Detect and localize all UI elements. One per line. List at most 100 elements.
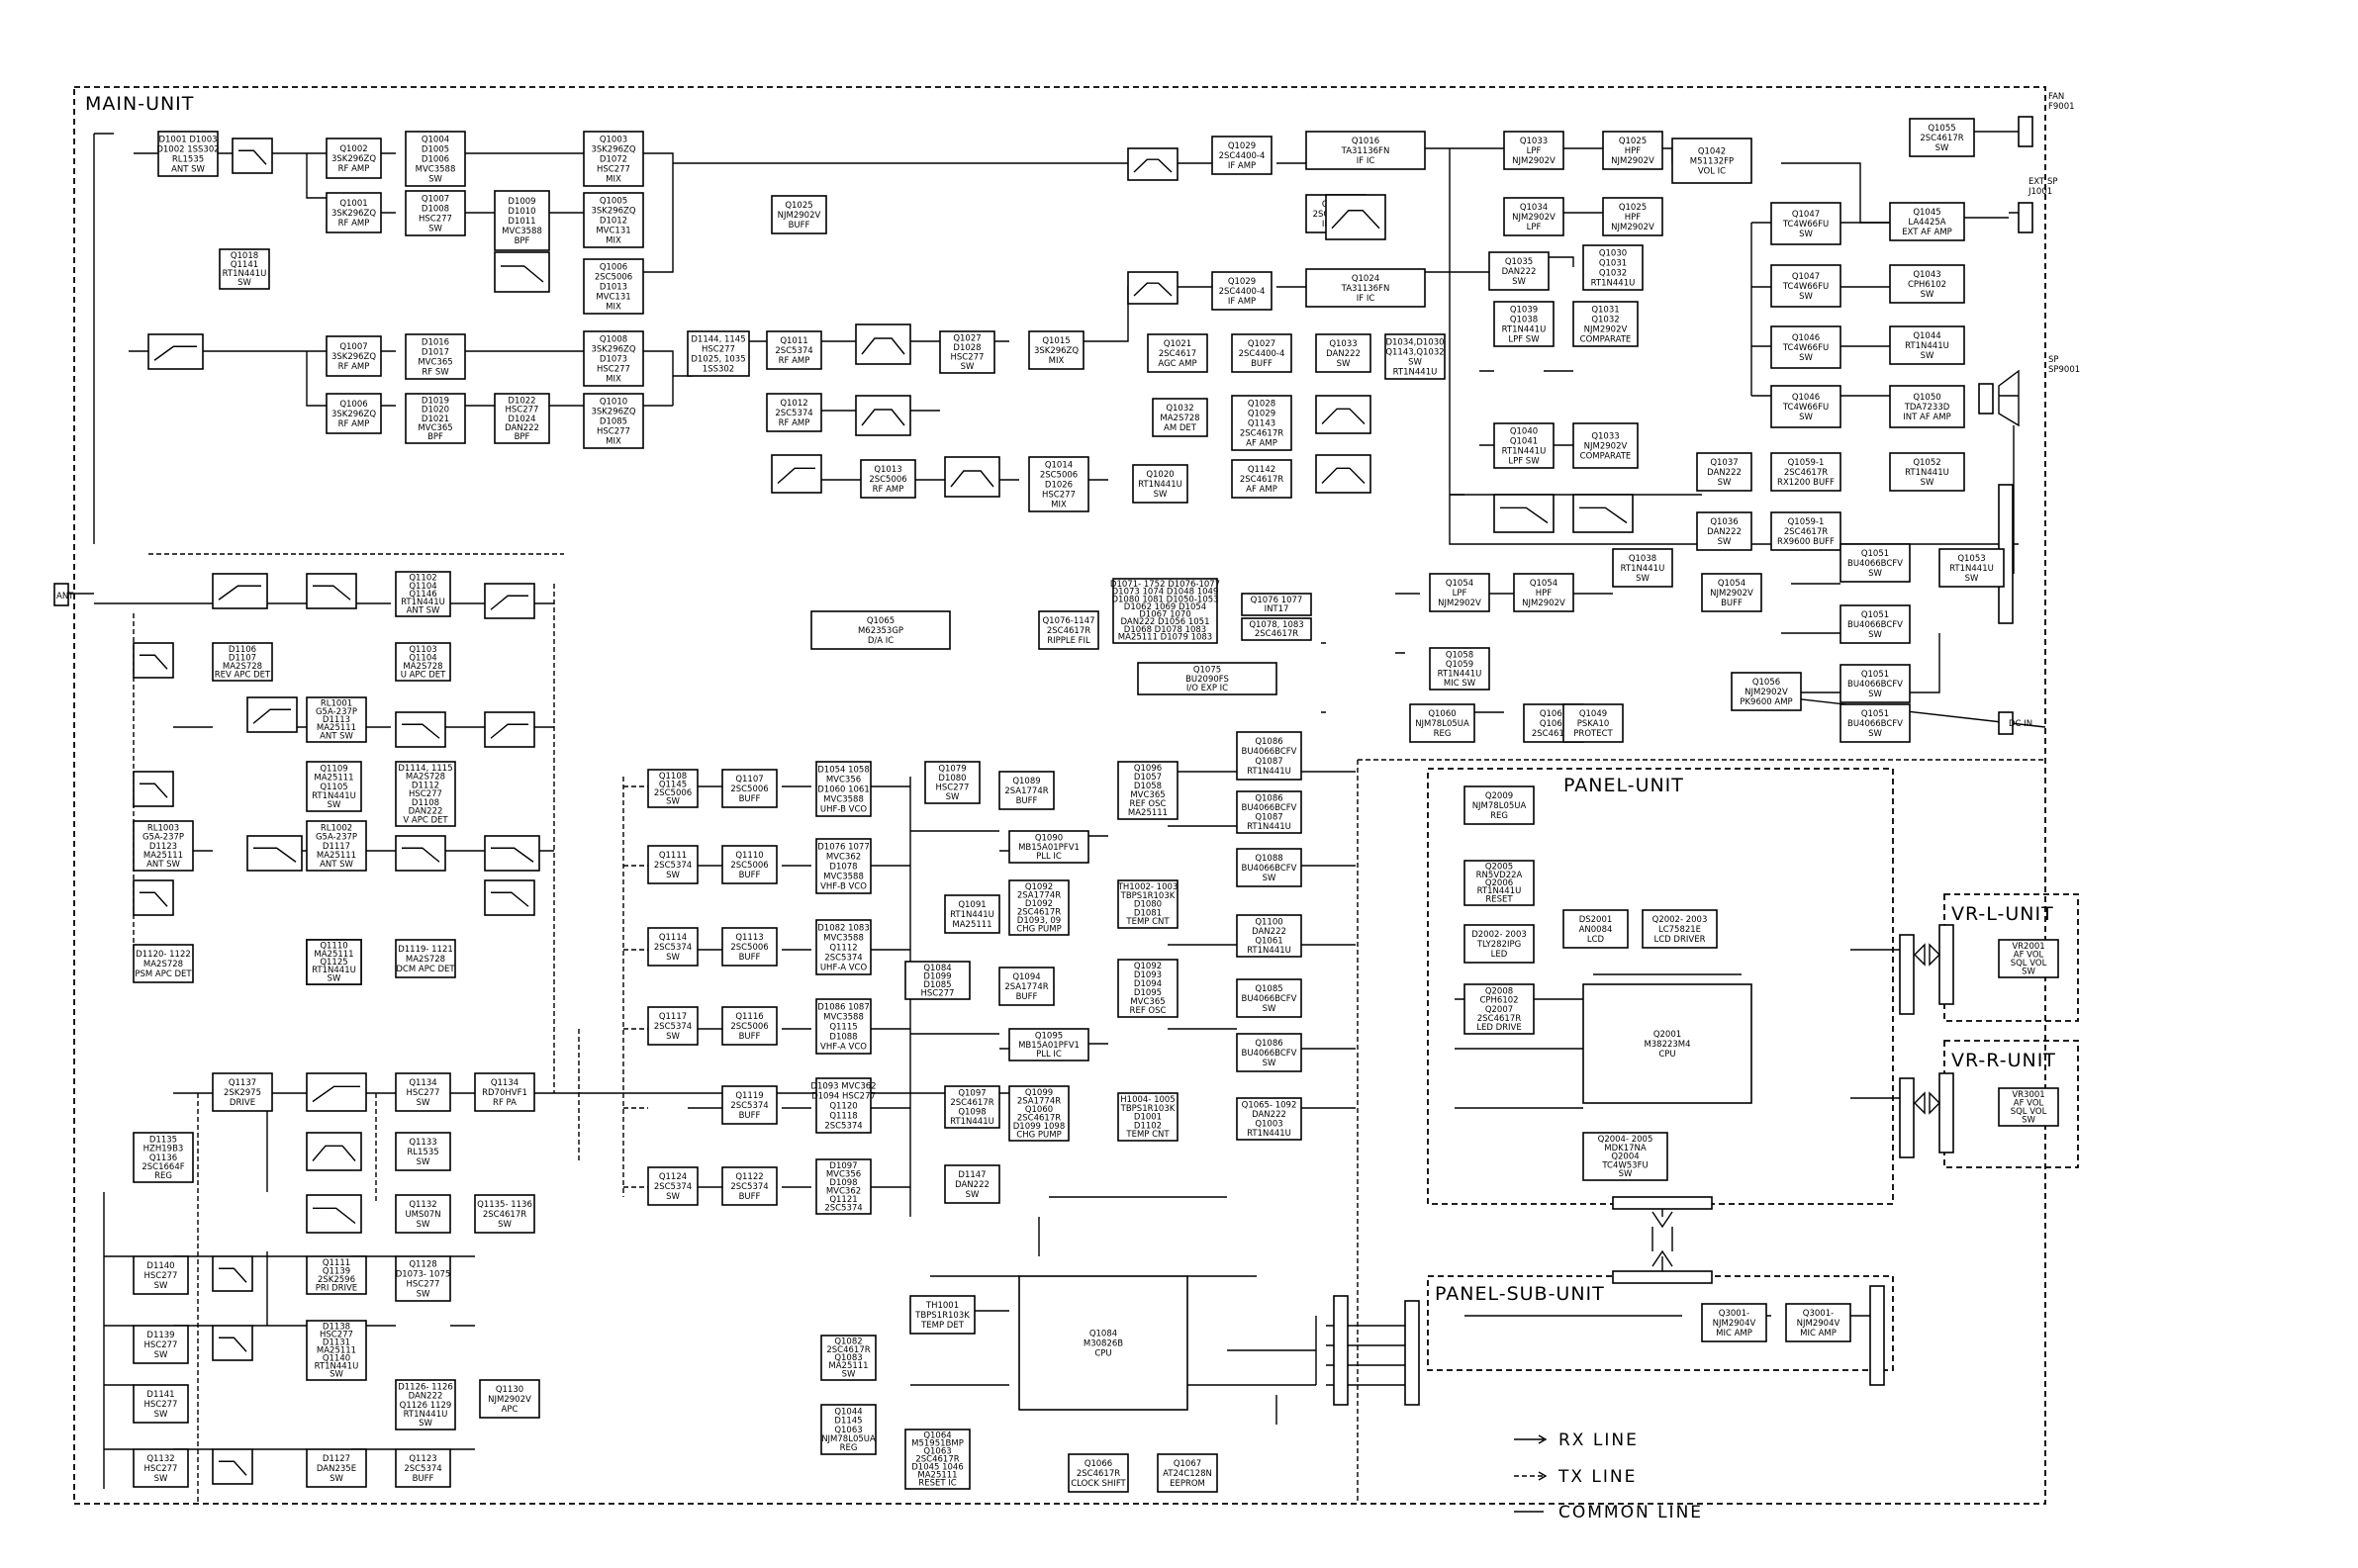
block-text: Q1086	[1255, 737, 1282, 747]
block-text: Q1114	[659, 933, 687, 943]
block-box	[647, 927, 699, 967]
lpf-filter-symbol	[133, 771, 174, 807]
block-text: MIC SW	[1444, 679, 1476, 689]
block-box	[1112, 578, 1218, 644]
block-text: TC4W66FU	[1782, 343, 1829, 353]
block-text: TA31136FN	[1341, 284, 1390, 294]
block-text: DCM APC DET	[396, 965, 455, 974]
block-text: HSC277	[506, 406, 539, 415]
block-text: Q1054	[1718, 579, 1745, 589]
block-text: Q1046	[1792, 393, 1820, 403]
block-text: 2SC5006	[730, 1022, 768, 1032]
block-text: SW	[961, 362, 975, 372]
block-box	[1137, 662, 1277, 695]
block-text: SW	[1263, 874, 1276, 883]
block-text: D1067 1070	[1139, 610, 1191, 620]
block-text: Q1032	[1591, 316, 1619, 325]
block-box	[1236, 790, 1302, 834]
block-box	[647, 845, 699, 884]
block-text: Q1038	[1510, 316, 1538, 325]
block-text: 1SS302	[703, 365, 734, 375]
block-box	[395, 1448, 451, 1488]
block-text: Q1090	[1035, 833, 1063, 843]
block-text: REG	[154, 1171, 172, 1181]
block-box	[1008, 1028, 1089, 1061]
block-text: Q1117	[659, 1012, 687, 1022]
bpf-filter-symbol	[306, 1132, 362, 1171]
block-box	[306, 761, 362, 812]
block-text: Q1025	[785, 201, 812, 211]
block-text: D1085	[600, 417, 627, 427]
block-text: LCD DRIVER	[1654, 935, 1706, 945]
block-text: D1112	[412, 781, 439, 790]
block-text: D1001 D1003	[158, 136, 217, 145]
block-text: NJM2902V	[1512, 213, 1556, 223]
block-text: D1085	[923, 980, 951, 990]
lpf-filter-symbol	[232, 138, 273, 174]
block-text: ANT SW	[320, 731, 353, 741]
block-text: D1141	[146, 1390, 174, 1400]
block-text: VHF-B VCO	[820, 882, 867, 892]
lpf-filter-symbol	[133, 642, 174, 679]
block-text: HSC277	[597, 365, 630, 375]
block-text: SW	[428, 225, 442, 234]
block-text: Q1001	[339, 199, 367, 209]
block-box	[815, 761, 872, 817]
block-box	[1429, 573, 1490, 612]
block-text: LED	[1491, 950, 1508, 960]
block-text: BUFF	[789, 221, 810, 231]
block-box	[1839, 604, 1911, 644]
block-text: PRI DRIVE	[316, 1283, 357, 1293]
unit-borders: MAIN-UNIT PANEL-UNIT VR-L-UNIT VR-R-UNIT…	[73, 86, 2079, 1505]
block-text: CPH6102	[1479, 996, 1518, 1006]
block-text: UHF-B VCO	[820, 805, 868, 815]
j2003-connector	[1899, 1077, 1915, 1158]
block-box	[1701, 1303, 1767, 1342]
block-box	[1770, 202, 1841, 245]
block-text: SW	[2022, 967, 2035, 976]
block-text: TBPS1R103K	[1120, 891, 1176, 901]
block-text: D1107	[229, 653, 256, 663]
block-text: TC4W66FU	[1782, 403, 1829, 413]
vr-l-unit-label: VR-L-UNIT	[1951, 903, 2054, 925]
block-text: 3SK296ZQ	[591, 145, 635, 155]
bpf-filter-symbol	[944, 456, 1000, 498]
block-text: D1006	[422, 155, 449, 165]
block-text: 2SC5374	[654, 861, 692, 871]
block-text: Q1063	[923, 1446, 951, 1456]
block-text: Q1078, 1083	[1249, 620, 1303, 630]
block-text: NJM2902V	[1611, 223, 1654, 232]
block-text: MA2S728	[143, 960, 183, 969]
block-box	[1117, 1092, 1179, 1142]
block-text: Q1031	[1599, 259, 1627, 269]
block-text: RT1N441U	[1621, 564, 1665, 574]
block-box	[815, 1158, 872, 1215]
block-text: D1001	[1134, 1113, 1162, 1123]
block-text: Q1010	[600, 398, 627, 408]
line-legend: RX LINE TX LINE COMMON LINE	[1514, 1430, 1701, 1522]
block-text: Q1099	[1025, 1088, 1053, 1098]
block-text: BUFF	[739, 1111, 761, 1121]
block-text: Q1076 1077	[1251, 596, 1303, 605]
lpf-filter-symbol	[395, 835, 446, 872]
block-text: SW	[1921, 290, 1934, 300]
block-box	[1572, 422, 1639, 469]
block-text: D1017	[422, 348, 449, 358]
block-text: Q1118	[829, 1112, 857, 1122]
block-text: D1073 1074 D1048 1049	[1112, 588, 1219, 598]
block-text: Q1140	[323, 1353, 350, 1363]
block-text: Q1063	[834, 1426, 862, 1435]
